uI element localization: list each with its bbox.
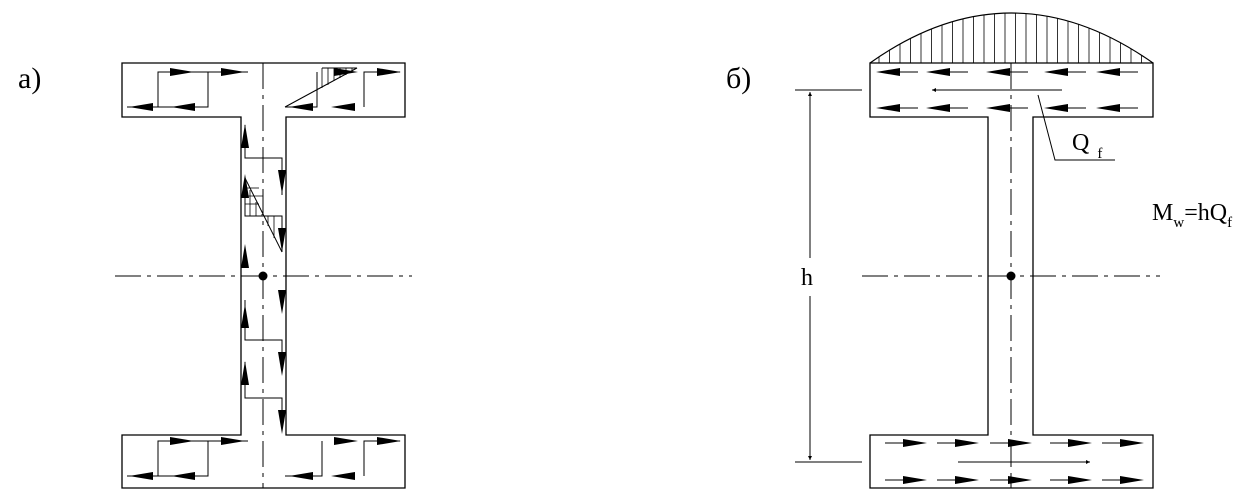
bottom-flange-arrows-a [129, 437, 401, 480]
i-beam-outline-a [121, 62, 406, 489]
bottom-flange-arrows-b [903, 439, 1144, 484]
i-beam-outline-b [869, 62, 1154, 489]
centroid-b [1006, 271, 1016, 281]
parabola-hatch [878, 13, 1142, 63]
moment-formula: Mw=hQf [1152, 200, 1232, 231]
flange-stress-parabola [869, 12, 1154, 64]
web-arrows-a [241, 124, 286, 434]
height-label: h [801, 265, 813, 291]
web-hatch-a [245, 187, 275, 238]
panel-a: а) [18, 62, 412, 489]
centroid-a [258, 271, 268, 281]
top-flange-arrows-a [129, 68, 401, 111]
top-flange-ticks-b [900, 71, 1138, 109]
panel-b: б) [726, 12, 1232, 489]
bottom-flange-ticks-b [885, 442, 1120, 481]
top-flange-arrows-b [876, 68, 1120, 112]
panel-b-label: б) [726, 62, 751, 95]
qf-leader-line [1037, 94, 1115, 161]
top-flange-hatch-a [321, 68, 353, 88]
panel-a-label: а) [18, 62, 41, 95]
